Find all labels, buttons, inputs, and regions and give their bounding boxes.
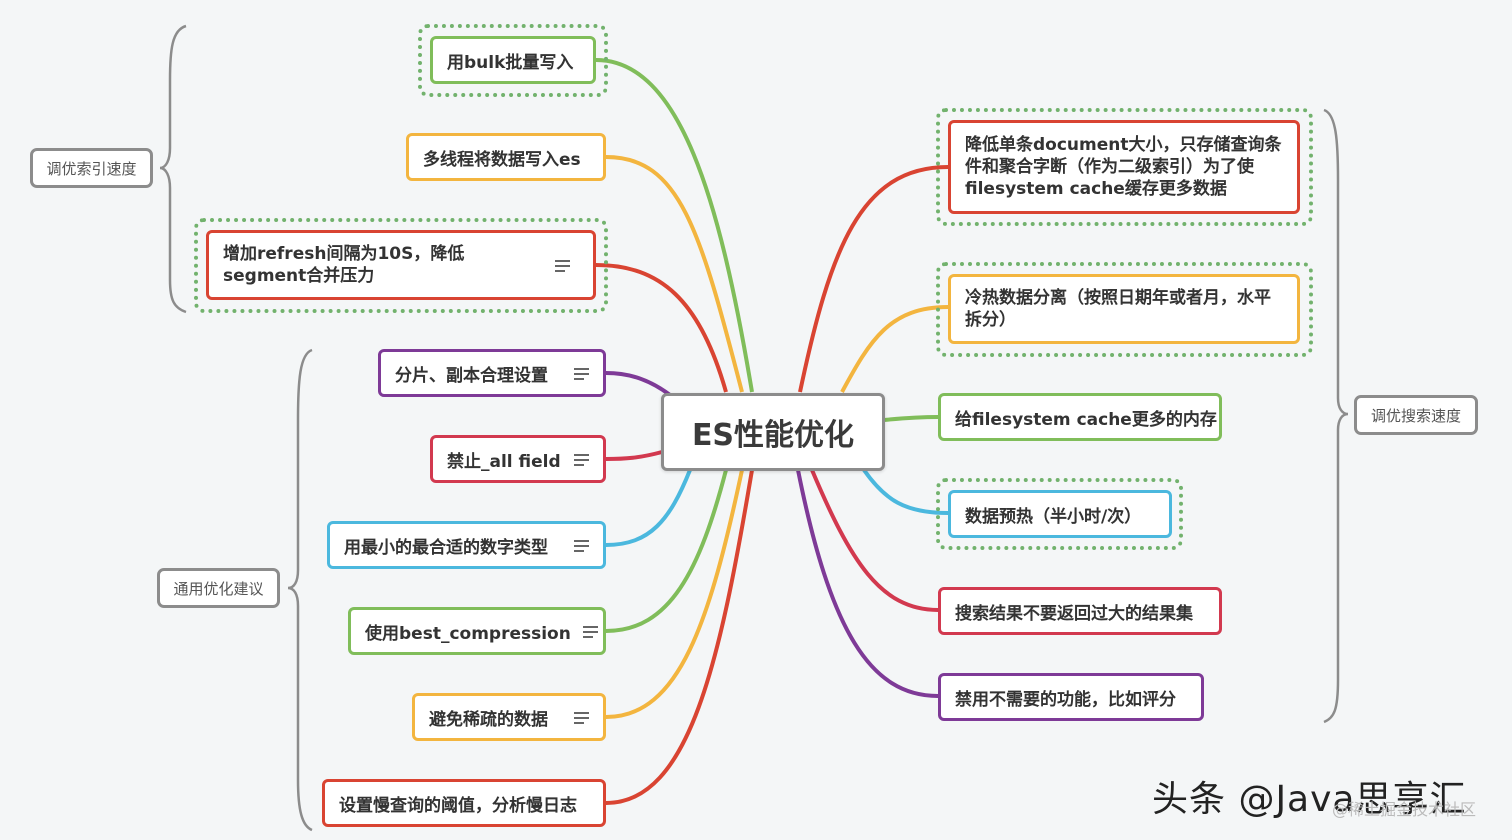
highlight-frame-doc-size: [936, 108, 1313, 226]
topic-label: 搜索结果不要返回过大的结果集: [955, 603, 1193, 624]
topic-label: 分片、副本合理设置: [395, 365, 548, 386]
topic-compression[interactable]: 使用best_compression: [348, 607, 606, 655]
link-shards: [605, 371, 672, 397]
link-disable-features: [796, 469, 939, 698]
brace-search: [1323, 108, 1349, 724]
topic-all-field[interactable]: 禁止_all field: [430, 435, 606, 483]
link-fs-cache: [883, 415, 939, 422]
topic-label: 多线程将数据写入es: [423, 149, 581, 170]
topic-sparse[interactable]: 避免稀疏的数据: [412, 693, 606, 741]
topic-disable-features[interactable]: 禁用不需要的功能，比如评分: [938, 673, 1204, 721]
category-search-speed[interactable]: 调优搜索速度: [1354, 395, 1478, 435]
topic-preheat[interactable]: 数据预热（半小时/次）: [948, 490, 1172, 538]
topic-label: 增加refresh间隔为10S，降低segment合并压力: [223, 244, 465, 286]
topic-label: 设置慢查询的阈值，分析慢日志: [339, 795, 577, 816]
notes-icon[interactable]: [574, 538, 589, 552]
link-slowlog: [605, 469, 754, 805]
highlight-frame-hot-cold: [936, 262, 1313, 357]
topic-no-large[interactable]: 搜索结果不要返回过大的结果集: [938, 587, 1222, 635]
topic-label: 用bulk批量写入: [447, 52, 574, 73]
topic-label: 禁止_all field: [447, 451, 561, 472]
topic-fs-cache[interactable]: 给filesystem cache更多的内存: [938, 393, 1222, 441]
topic-label: 避免稀疏的数据: [429, 709, 548, 730]
topic-label: 数据预热（半小时/次）: [965, 506, 1142, 527]
link-hot-cold: [840, 305, 949, 393]
link-all-field: [605, 450, 663, 461]
notes-icon[interactable]: [555, 258, 570, 272]
topic-label: 给filesystem cache更多的内存: [955, 409, 1217, 430]
highlight-frame-bulk: [418, 24, 608, 97]
notes-icon[interactable]: [574, 710, 589, 724]
link-numeric: [605, 469, 692, 547]
topic-multithread[interactable]: 多线程将数据写入es: [406, 133, 606, 181]
link-preheat: [862, 468, 949, 515]
topic-doc-size[interactable]: 降低单条document大小，只存储查询条件和聚合字断（作为二级索引）为了使fi…: [948, 120, 1300, 214]
topic-refresh[interactable]: 增加refresh间隔为10S，降低segment合并压力: [206, 230, 596, 300]
topic-bulk[interactable]: 用bulk批量写入: [430, 36, 596, 84]
topic-shards[interactable]: 分片、副本合理设置: [378, 349, 606, 397]
link-bulk: [595, 58, 754, 393]
highlight-frame-refresh: [194, 218, 608, 313]
link-doc-size: [798, 165, 949, 393]
root-topic[interactable]: ES性能优化: [661, 393, 885, 471]
brace-index: [159, 24, 187, 314]
link-compression: [605, 469, 728, 633]
link-no-large: [810, 469, 939, 612]
topic-label: 冷热数据分离（按照日期年或者月，水平拆分）: [965, 288, 1271, 330]
topic-slowlog[interactable]: 设置慢查询的阈值，分析慢日志: [322, 779, 606, 827]
topic-numeric[interactable]: 用最小的最合适的数字类型: [327, 521, 606, 569]
link-refresh: [595, 263, 728, 393]
watermark-main: 头条 @Java思享汇: [1152, 779, 1467, 820]
topic-label: 使用best_compression: [365, 623, 571, 644]
highlight-frame-preheat: [936, 478, 1183, 550]
category-index-speed[interactable]: 调优索引速度: [30, 148, 153, 188]
topic-label: 降低单条document大小，只存储查询条件和聚合字断（作为二级索引）为了使fi…: [965, 135, 1282, 199]
link-multithread: [605, 155, 744, 393]
topic-hot-cold[interactable]: 冷热数据分离（按照日期年或者月，水平拆分）: [948, 274, 1300, 344]
category-general[interactable]: 通用优化建议: [157, 568, 280, 608]
topic-label: 用最小的最合适的数字类型: [344, 537, 548, 558]
notes-icon[interactable]: [574, 366, 589, 380]
notes-icon[interactable]: [582, 624, 598, 638]
notes-icon[interactable]: [574, 452, 589, 466]
topic-label: 禁用不需要的功能，比如评分: [955, 689, 1176, 710]
brace-general: [287, 348, 313, 832]
watermark-sub: @稀土掘金技术社区: [1332, 800, 1477, 819]
link-sparse: [605, 469, 744, 719]
